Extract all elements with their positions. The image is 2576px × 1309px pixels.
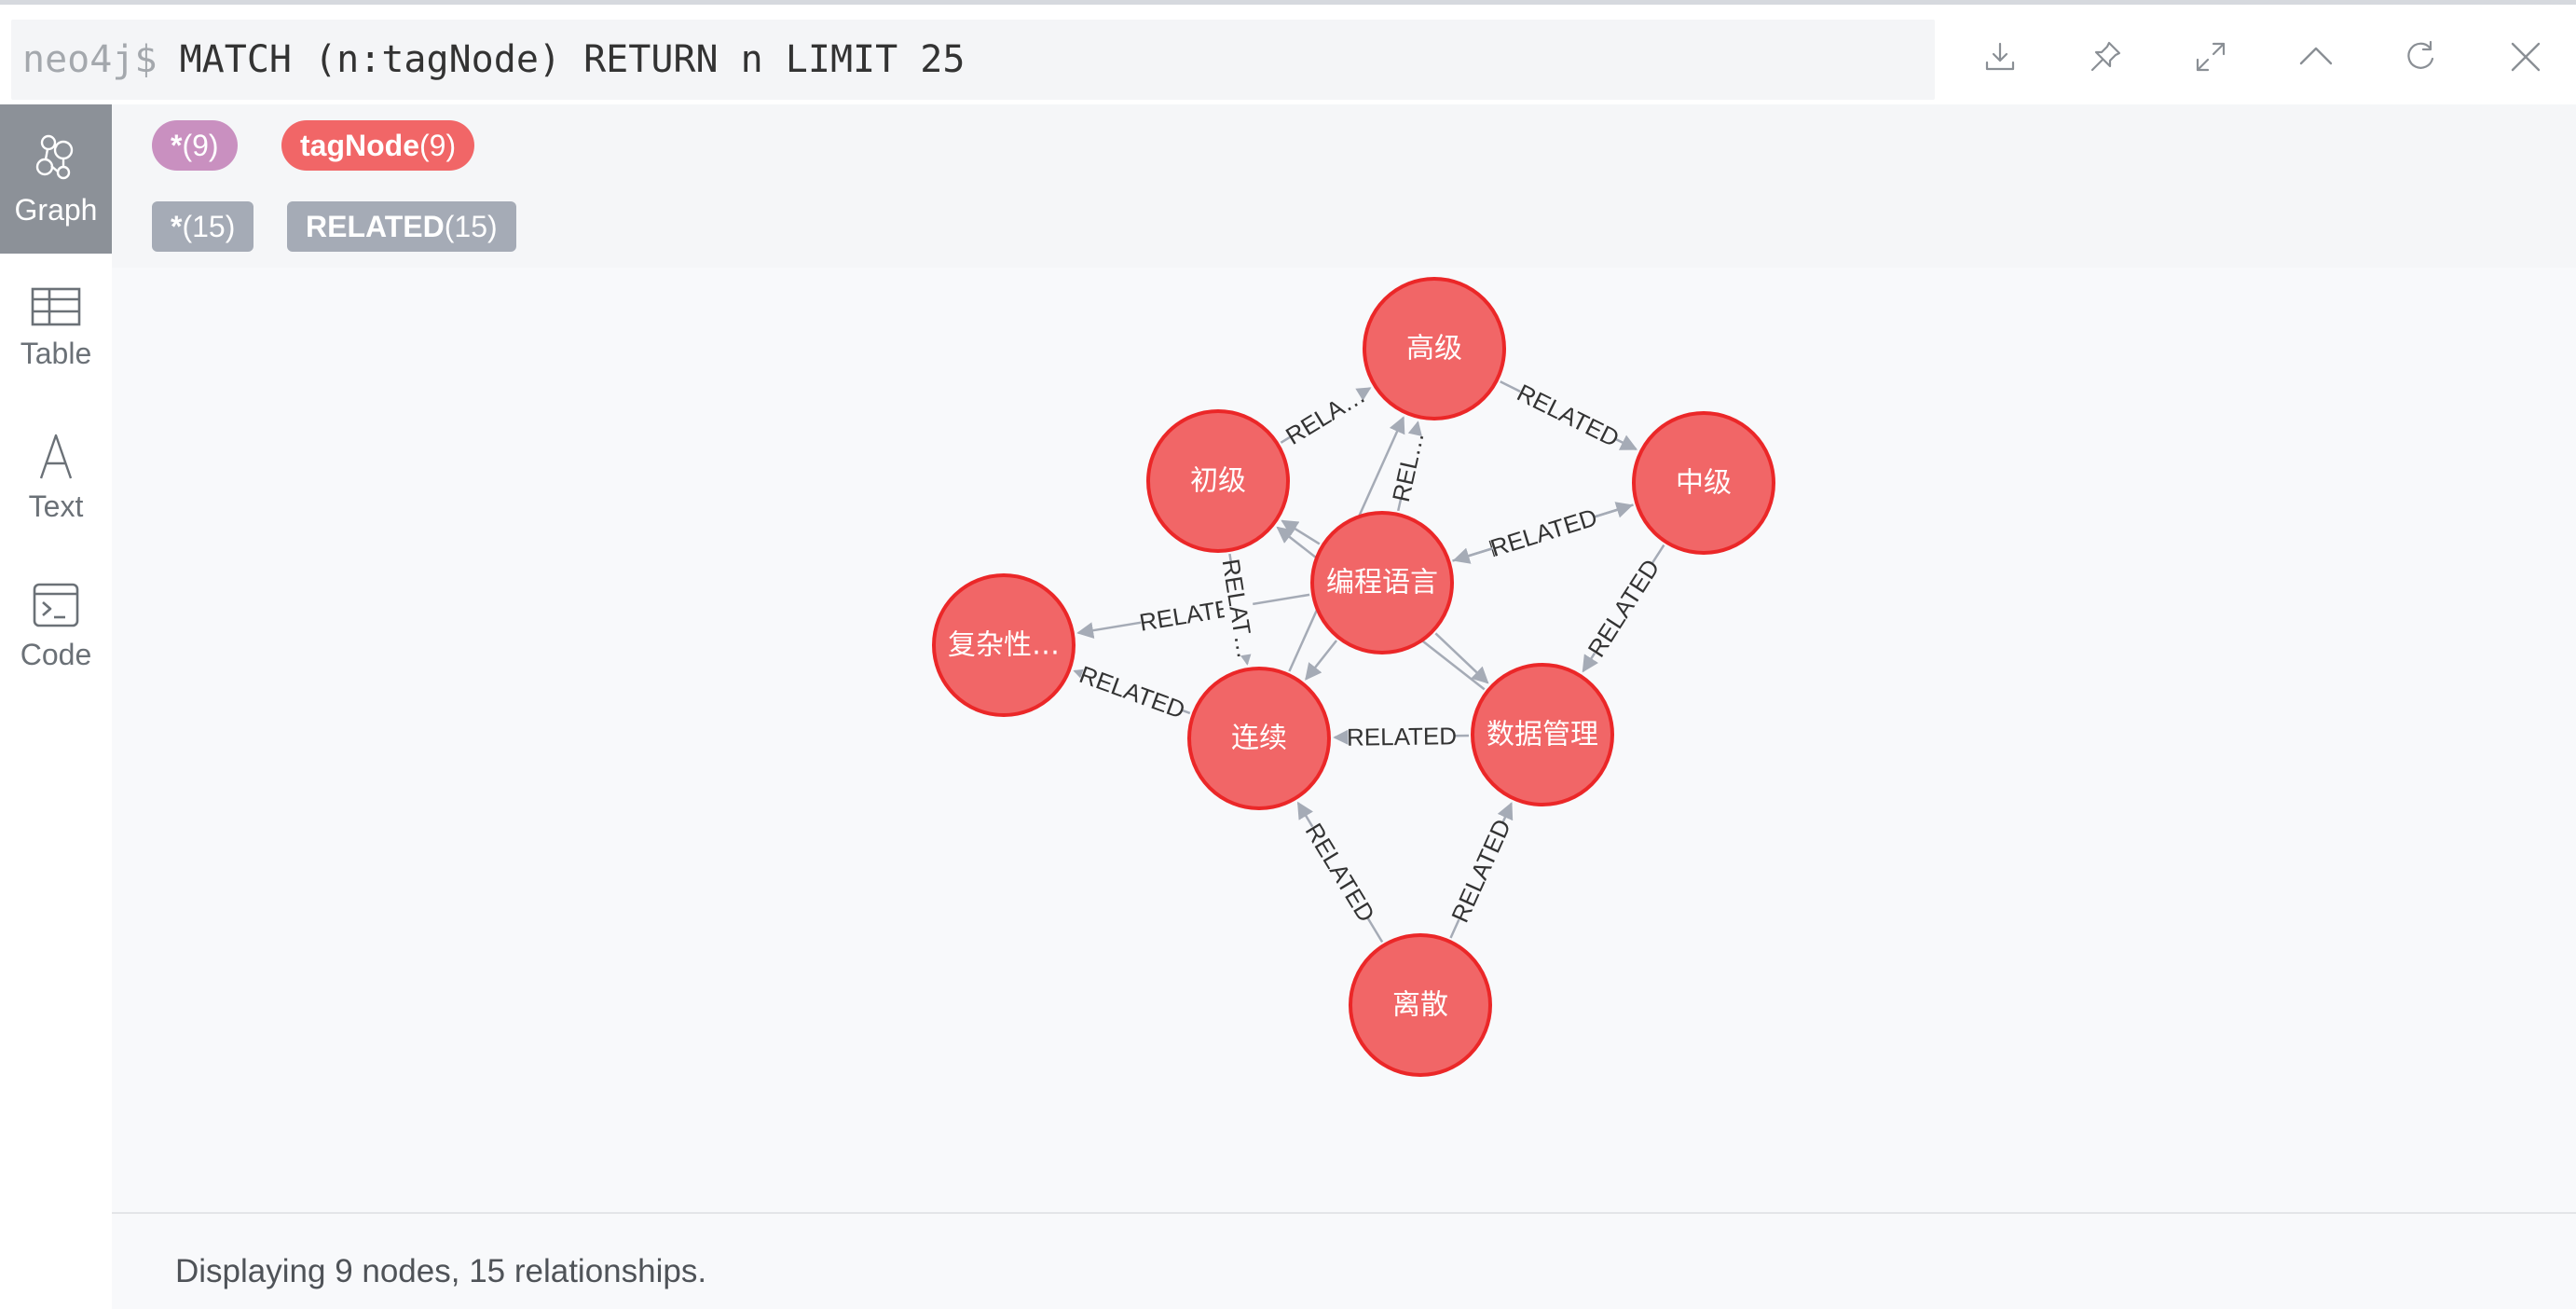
text-icon <box>39 434 73 478</box>
code-icon <box>33 583 79 627</box>
query-prompt: neo4j$ <box>22 38 158 81</box>
relationship-label: RELATED <box>1076 660 1188 724</box>
relationship-label-group: RELATED <box>1445 815 1517 927</box>
legend-node-tagnode[interactable]: tagNode(9) <box>281 120 475 171</box>
relationship-label-background <box>1348 721 1456 752</box>
relationship-label-background <box>1299 819 1381 927</box>
relationship-biancheng-chuji[interactable] <box>1281 519 1321 545</box>
relationship-label-background <box>1216 560 1261 657</box>
pin-icon[interactable] <box>2077 29 2133 85</box>
graph-node-shuju[interactable] <box>1471 663 1614 806</box>
graph-node-label: 中级 <box>1676 467 1732 500</box>
graph-node-fuza[interactable] <box>932 573 1076 717</box>
relationship-label-background <box>1138 590 1250 638</box>
status-text: Displaying 9 nodes, 15 relationships. <box>175 1253 707 1289</box>
graph-node-label: 离散 <box>1392 989 1448 1022</box>
graph-node-lianxu[interactable] <box>1187 667 1331 810</box>
graph-node-lisan[interactable] <box>1349 933 1492 1077</box>
sidebar-item-code[interactable]: Code <box>0 552 112 701</box>
legend-rel-all-count: (15) <box>182 210 236 243</box>
relationship-label-background <box>1076 659 1188 725</box>
graph-node-label: 高级 <box>1406 333 1462 365</box>
graph-icon <box>35 134 74 179</box>
sidebar-item-text[interactable]: Text <box>0 403 112 552</box>
graph-node-biancheng[interactable] <box>1310 511 1454 654</box>
collapse-icon[interactable] <box>2288 29 2344 85</box>
graph-canvas[interactable]: RELA…RELATEDRELATEDRELATEDRELATEDREL……ED… <box>112 104 2576 1209</box>
graph-node-zhongji[interactable] <box>1632 411 1775 555</box>
sidebar-item-graph[interactable]: Graph <box>0 104 112 254</box>
result-panel: *(9) tagNode(9) *(15) RELATED(15) RELA…R… <box>112 104 2576 1309</box>
relationship-label-group: RELATED <box>1513 378 1624 453</box>
legend-bar: *(9) tagNode(9) *(15) RELATED(15) <box>112 104 2576 268</box>
relationship-biancheng-lianxu[interactable] <box>1305 640 1337 681</box>
relationship-label-background <box>1514 378 1624 453</box>
download-icon[interactable] <box>1972 29 2028 85</box>
relationship-label-background <box>1445 815 1517 926</box>
relationship-label-group: RELATED <box>1299 819 1381 927</box>
rerun-icon[interactable] <box>2392 29 2448 85</box>
relationship-label-group: RELATED <box>1076 659 1189 725</box>
legend-node-all[interactable]: *(9) <box>152 120 238 171</box>
graph-node-label: 连续 <box>1231 723 1287 755</box>
graph-node-label: 复杂性… <box>948 629 1060 662</box>
legend-node-tagnode-count: (9) <box>419 129 457 162</box>
frame-actions <box>0 29 2576 85</box>
relationship-label: RELATED <box>1487 503 1601 562</box>
graph-node-chuji[interactable] <box>1146 409 1290 553</box>
legend-node-tagnode-label: tagNode <box>300 129 419 162</box>
graph-node-label: 初级 <box>1190 465 1246 498</box>
relationship-label-group: RELATED <box>1347 721 1457 752</box>
expand-icon[interactable] <box>2183 29 2239 85</box>
sidebar-label-code: Code <box>20 637 92 671</box>
sidebar-item-table[interactable]: Table <box>0 254 112 403</box>
relationship-label: RELA… <box>1281 380 1370 450</box>
query-bar: neo4j$ MATCH (n:tagNode) RETURN n LIMIT … <box>0 5 2576 104</box>
close-icon[interactable] <box>2498 29 2554 85</box>
relationship-label: RELATED <box>1513 379 1624 452</box>
relationship-label-background <box>1487 502 1600 563</box>
graph-node-label: 编程语言 <box>1326 567 1438 599</box>
graph-node-gaoji[interactable] <box>1363 277 1506 420</box>
status-divider <box>112 1212 2576 1214</box>
legend-rel-all-label: * <box>171 210 183 243</box>
legend-rel-related-count: (15) <box>444 210 498 243</box>
legend-rel-related[interactable]: RELATED(15) <box>287 201 516 252</box>
relationship-label: RELATED <box>1446 815 1516 927</box>
view-sidebar: Graph Table Text Code <box>0 104 112 1309</box>
query-editor[interactable]: neo4j$ MATCH (n:tagNode) RETURN n LIMIT … <box>11 20 1935 100</box>
relationship-label: RELATED <box>1300 819 1381 927</box>
relationship-biancheng-shuju[interactable] <box>1434 632 1489 684</box>
relationship-label-background <box>1386 431 1431 503</box>
sidebar-label-text: Text <box>28 489 84 523</box>
relationship-label-background <box>1582 555 1665 662</box>
top-border <box>0 0 2576 5</box>
relationship-label-background <box>1283 381 1367 449</box>
relationship-label: RELATED <box>1347 722 1457 751</box>
sidebar-label-graph: Graph <box>14 192 98 227</box>
relationship-label-group: RELATED <box>1487 502 1600 563</box>
relationship-label-group: RELATED <box>1582 554 1665 662</box>
graph-node-label: 数据管理 <box>1487 719 1598 751</box>
query-text: MATCH (n:tagNode) RETURN n LIMIT 25 <box>179 38 966 81</box>
relationship-label: RELATED <box>1583 554 1665 662</box>
relationship-label-group: RELA… <box>1281 380 1370 450</box>
legend-rel-all[interactable]: *(15) <box>152 201 254 252</box>
legend-node-all-count: (9) <box>182 129 219 162</box>
sidebar-label-table: Table <box>20 336 92 370</box>
legend-node-all-label: * <box>171 129 183 162</box>
legend-rel-related-label: RELATED <box>306 210 445 243</box>
table-icon <box>31 287 81 325</box>
